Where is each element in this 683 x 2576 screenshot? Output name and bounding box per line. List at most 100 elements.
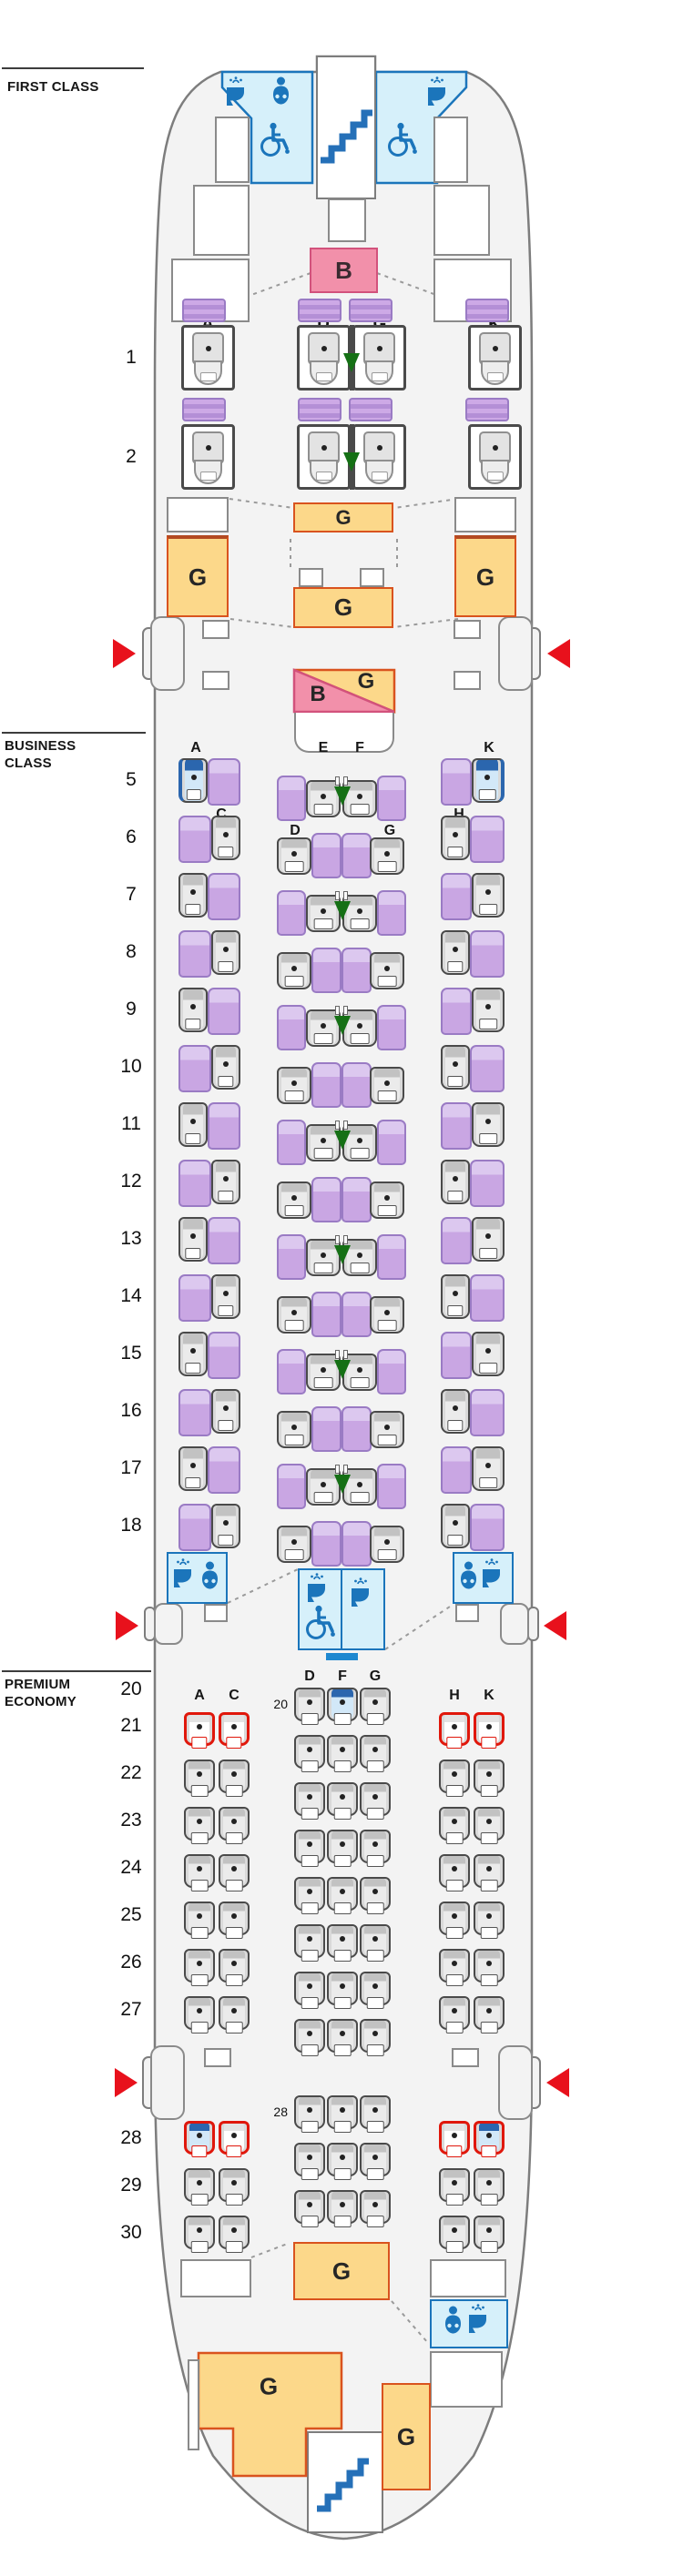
seat-10D[interactable] (277, 1067, 311, 1104)
seat-18H[interactable] (441, 1504, 470, 1548)
seat-22K[interactable] (474, 1760, 505, 1793)
seat-23A[interactable] (184, 1807, 215, 1841)
seat-16C[interactable] (211, 1389, 240, 1434)
seat-12C[interactable] (211, 1160, 240, 1204)
seat-21D[interactable] (294, 1735, 325, 1769)
seat-23H[interactable] (439, 1807, 470, 1841)
seat-14D[interactable] (277, 1296, 311, 1334)
seat-24D[interactable] (294, 1877, 325, 1911)
seat-5K[interactable] (472, 758, 505, 803)
seat-28K[interactable] (474, 2121, 505, 2155)
seat-22C[interactable] (219, 1760, 250, 1793)
seat-1K[interactable] (468, 325, 522, 390)
seat-27K[interactable] (474, 1996, 505, 2030)
seat-25D[interactable] (294, 1924, 325, 1958)
seat-9A[interactable] (178, 988, 208, 1032)
seat-10H[interactable] (441, 1045, 470, 1090)
seat-29F[interactable] (327, 2143, 358, 2176)
seat-12D[interactable] (277, 1182, 311, 1219)
seat-18D[interactable] (277, 1526, 311, 1563)
seat-22G[interactable] (360, 1782, 391, 1816)
seat-6H[interactable] (441, 816, 470, 860)
seat-23K[interactable] (474, 1807, 505, 1841)
seat-2K[interactable] (468, 424, 522, 490)
seat-23G[interactable] (360, 1830, 391, 1863)
seat-30K[interactable] (474, 2216, 505, 2249)
seat-1G[interactable] (352, 325, 406, 390)
seat-12G[interactable] (370, 1182, 404, 1219)
seat-21F[interactable] (327, 1735, 358, 1769)
seat-15K[interactable] (472, 1332, 505, 1376)
seat-16D[interactable] (277, 1411, 311, 1448)
seat-17A[interactable] (178, 1446, 208, 1491)
seat-28H[interactable] (439, 2121, 470, 2155)
seat-26F[interactable] (327, 1972, 358, 2005)
seat-22A[interactable] (184, 1760, 215, 1793)
seat-28A[interactable] (184, 2121, 215, 2155)
seat-28F[interactable] (327, 2095, 358, 2129)
seat-22F[interactable] (327, 1782, 358, 1816)
seat-21A[interactable] (184, 1712, 215, 1746)
seat-30G[interactable] (360, 2190, 391, 2224)
seat-21G[interactable] (360, 1735, 391, 1769)
seat-13A[interactable] (178, 1217, 208, 1262)
seat-26A[interactable] (184, 1949, 215, 1983)
seat-8D[interactable] (277, 952, 311, 989)
seat-14H[interactable] (441, 1274, 470, 1319)
seat-25G[interactable] (360, 1924, 391, 1958)
seat-24A[interactable] (184, 1854, 215, 1888)
seat-2D[interactable] (297, 424, 351, 490)
seat-21H[interactable] (439, 1712, 470, 1746)
seat-29A[interactable] (184, 2168, 215, 2202)
seat-7A[interactable] (178, 873, 208, 918)
seat-26G[interactable] (360, 1972, 391, 2005)
seat-20G[interactable] (360, 1688, 391, 1721)
seat-27H[interactable] (439, 1996, 470, 2030)
seat-30C[interactable] (219, 2216, 250, 2249)
seat-14C[interactable] (211, 1274, 240, 1319)
seat-8C[interactable] (211, 930, 240, 975)
seat-23C[interactable] (219, 1807, 250, 1841)
seat-10G[interactable] (370, 1067, 404, 1104)
seat-23D[interactable] (294, 1830, 325, 1863)
seat-17K[interactable] (472, 1446, 505, 1491)
seat-13K[interactable] (472, 1217, 505, 1262)
seat-2G[interactable] (352, 424, 406, 490)
seat-30H[interactable] (439, 2216, 470, 2249)
seat-29H[interactable] (439, 2168, 470, 2202)
seat-27A[interactable] (184, 1996, 215, 2030)
seat-28D[interactable] (294, 2095, 325, 2129)
seat-27F[interactable] (327, 2019, 358, 2053)
seat-6G[interactable] (370, 837, 404, 875)
seat-26H[interactable] (439, 1949, 470, 1983)
seat-22H[interactable] (439, 1760, 470, 1793)
seat-16G[interactable] (370, 1411, 404, 1448)
seat-20D[interactable] (294, 1688, 325, 1721)
seat-9K[interactable] (472, 988, 505, 1032)
seat-11A[interactable] (178, 1102, 208, 1147)
seat-27D[interactable] (294, 2019, 325, 2053)
seat-6C[interactable] (211, 816, 240, 860)
seat-24G[interactable] (360, 1877, 391, 1911)
seat-26D[interactable] (294, 1972, 325, 2005)
seat-8H[interactable] (441, 930, 470, 975)
seat-14G[interactable] (370, 1296, 404, 1334)
seat-29D[interactable] (294, 2143, 325, 2176)
seat-24K[interactable] (474, 1854, 505, 1888)
seat-8G[interactable] (370, 952, 404, 989)
seat-27G[interactable] (360, 2019, 391, 2053)
seat-30A[interactable] (184, 2216, 215, 2249)
seat-7K[interactable] (472, 873, 505, 918)
seat-20F[interactable] (327, 1688, 358, 1721)
seat-28G[interactable] (360, 2095, 391, 2129)
seat-21K[interactable] (474, 1712, 505, 1746)
seat-29K[interactable] (474, 2168, 505, 2202)
seat-24H[interactable] (439, 1854, 470, 1888)
seat-18C[interactable] (211, 1504, 240, 1548)
seat-1A[interactable] (181, 325, 235, 390)
seat-27C[interactable] (219, 1996, 250, 2030)
seat-26K[interactable] (474, 1949, 505, 1983)
seat-16H[interactable] (441, 1389, 470, 1434)
seat-25H[interactable] (439, 1902, 470, 1935)
seat-6D[interactable] (277, 837, 311, 875)
